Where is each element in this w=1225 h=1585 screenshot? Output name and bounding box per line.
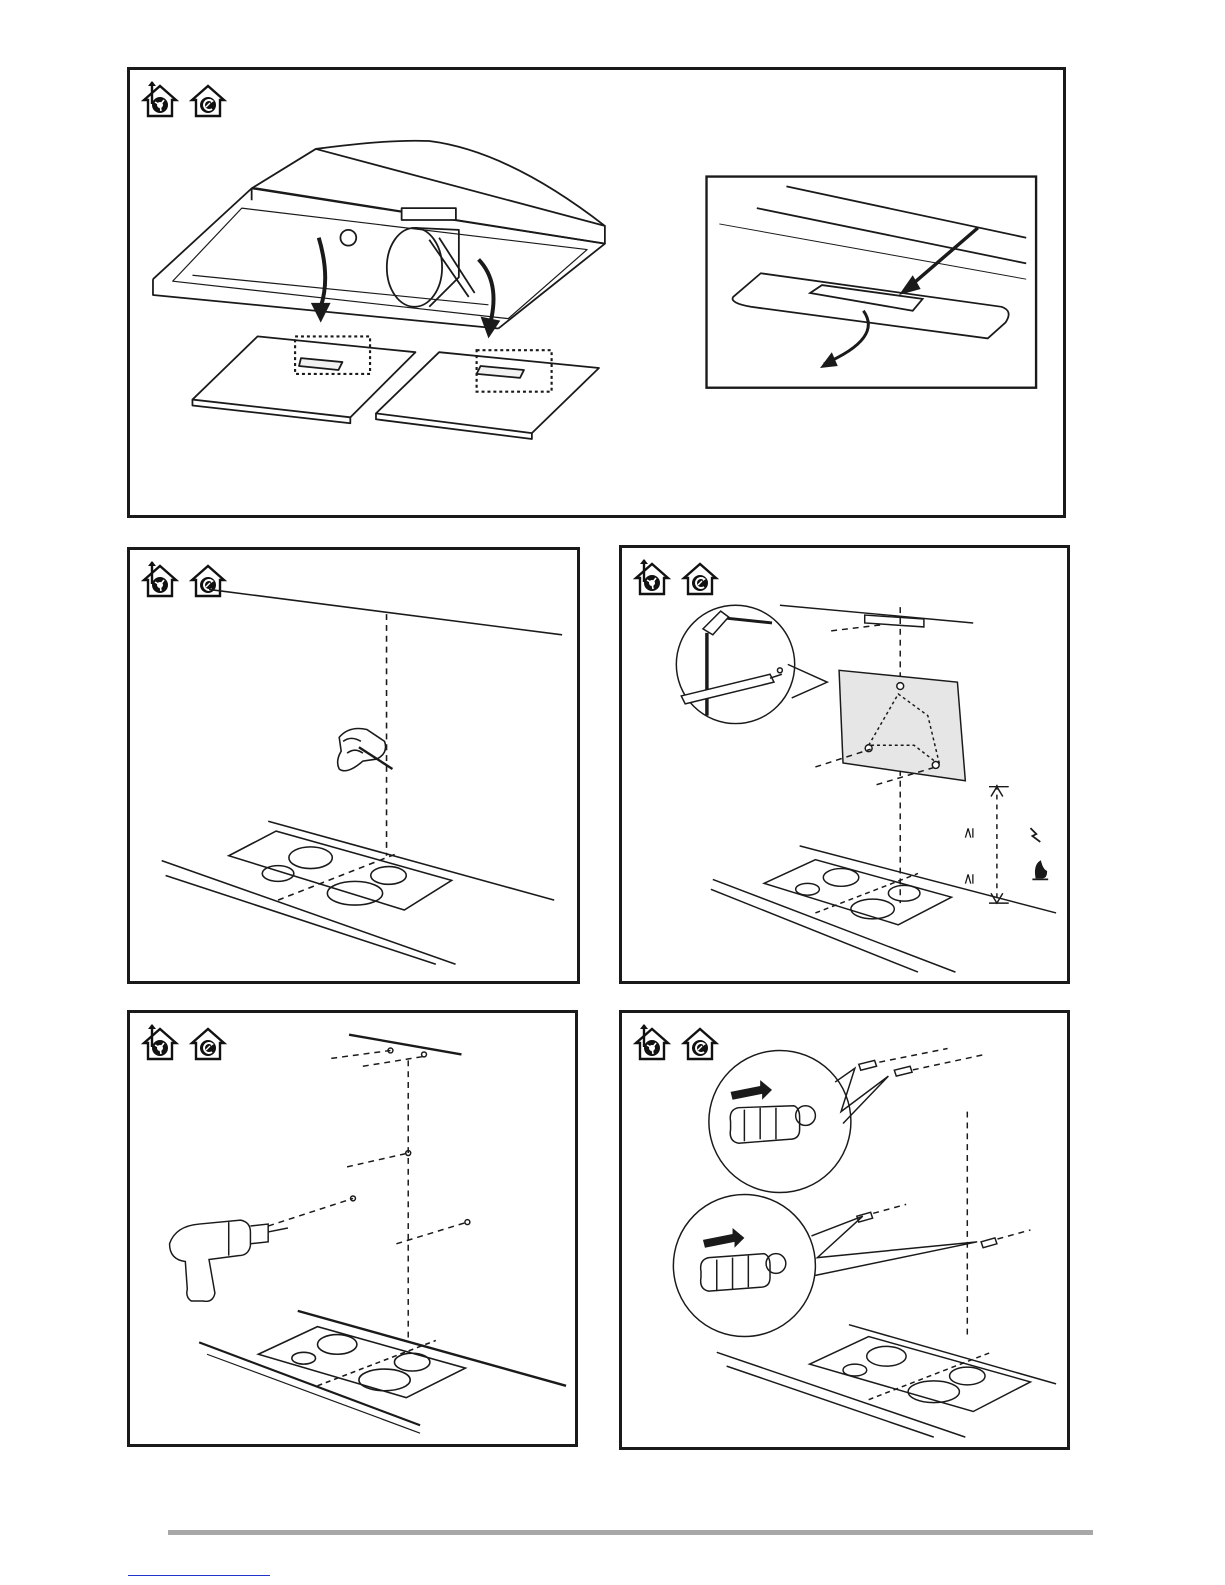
panel-insert-wall-plugs (619, 1010, 1070, 1450)
panel-mark-centre-line (127, 547, 580, 984)
centre-line-illustration (130, 550, 577, 981)
panel-template-marking: ≥ ≥ (619, 545, 1070, 984)
panel-drill-holes (127, 1010, 578, 1447)
wall-plugs-illustration (622, 1013, 1067, 1447)
footer-divider (168, 1530, 1093, 1535)
hood-filter-illustration (130, 70, 1063, 515)
panel-remove-filters (127, 67, 1066, 518)
template-illustration (622, 548, 1067, 981)
footer-link[interactable] (128, 1575, 270, 1576)
clearance-symbol-electric: ≥ (959, 827, 977, 840)
clearance-symbol-gas: ≥ (959, 873, 977, 886)
drilling-illustration (130, 1013, 575, 1444)
